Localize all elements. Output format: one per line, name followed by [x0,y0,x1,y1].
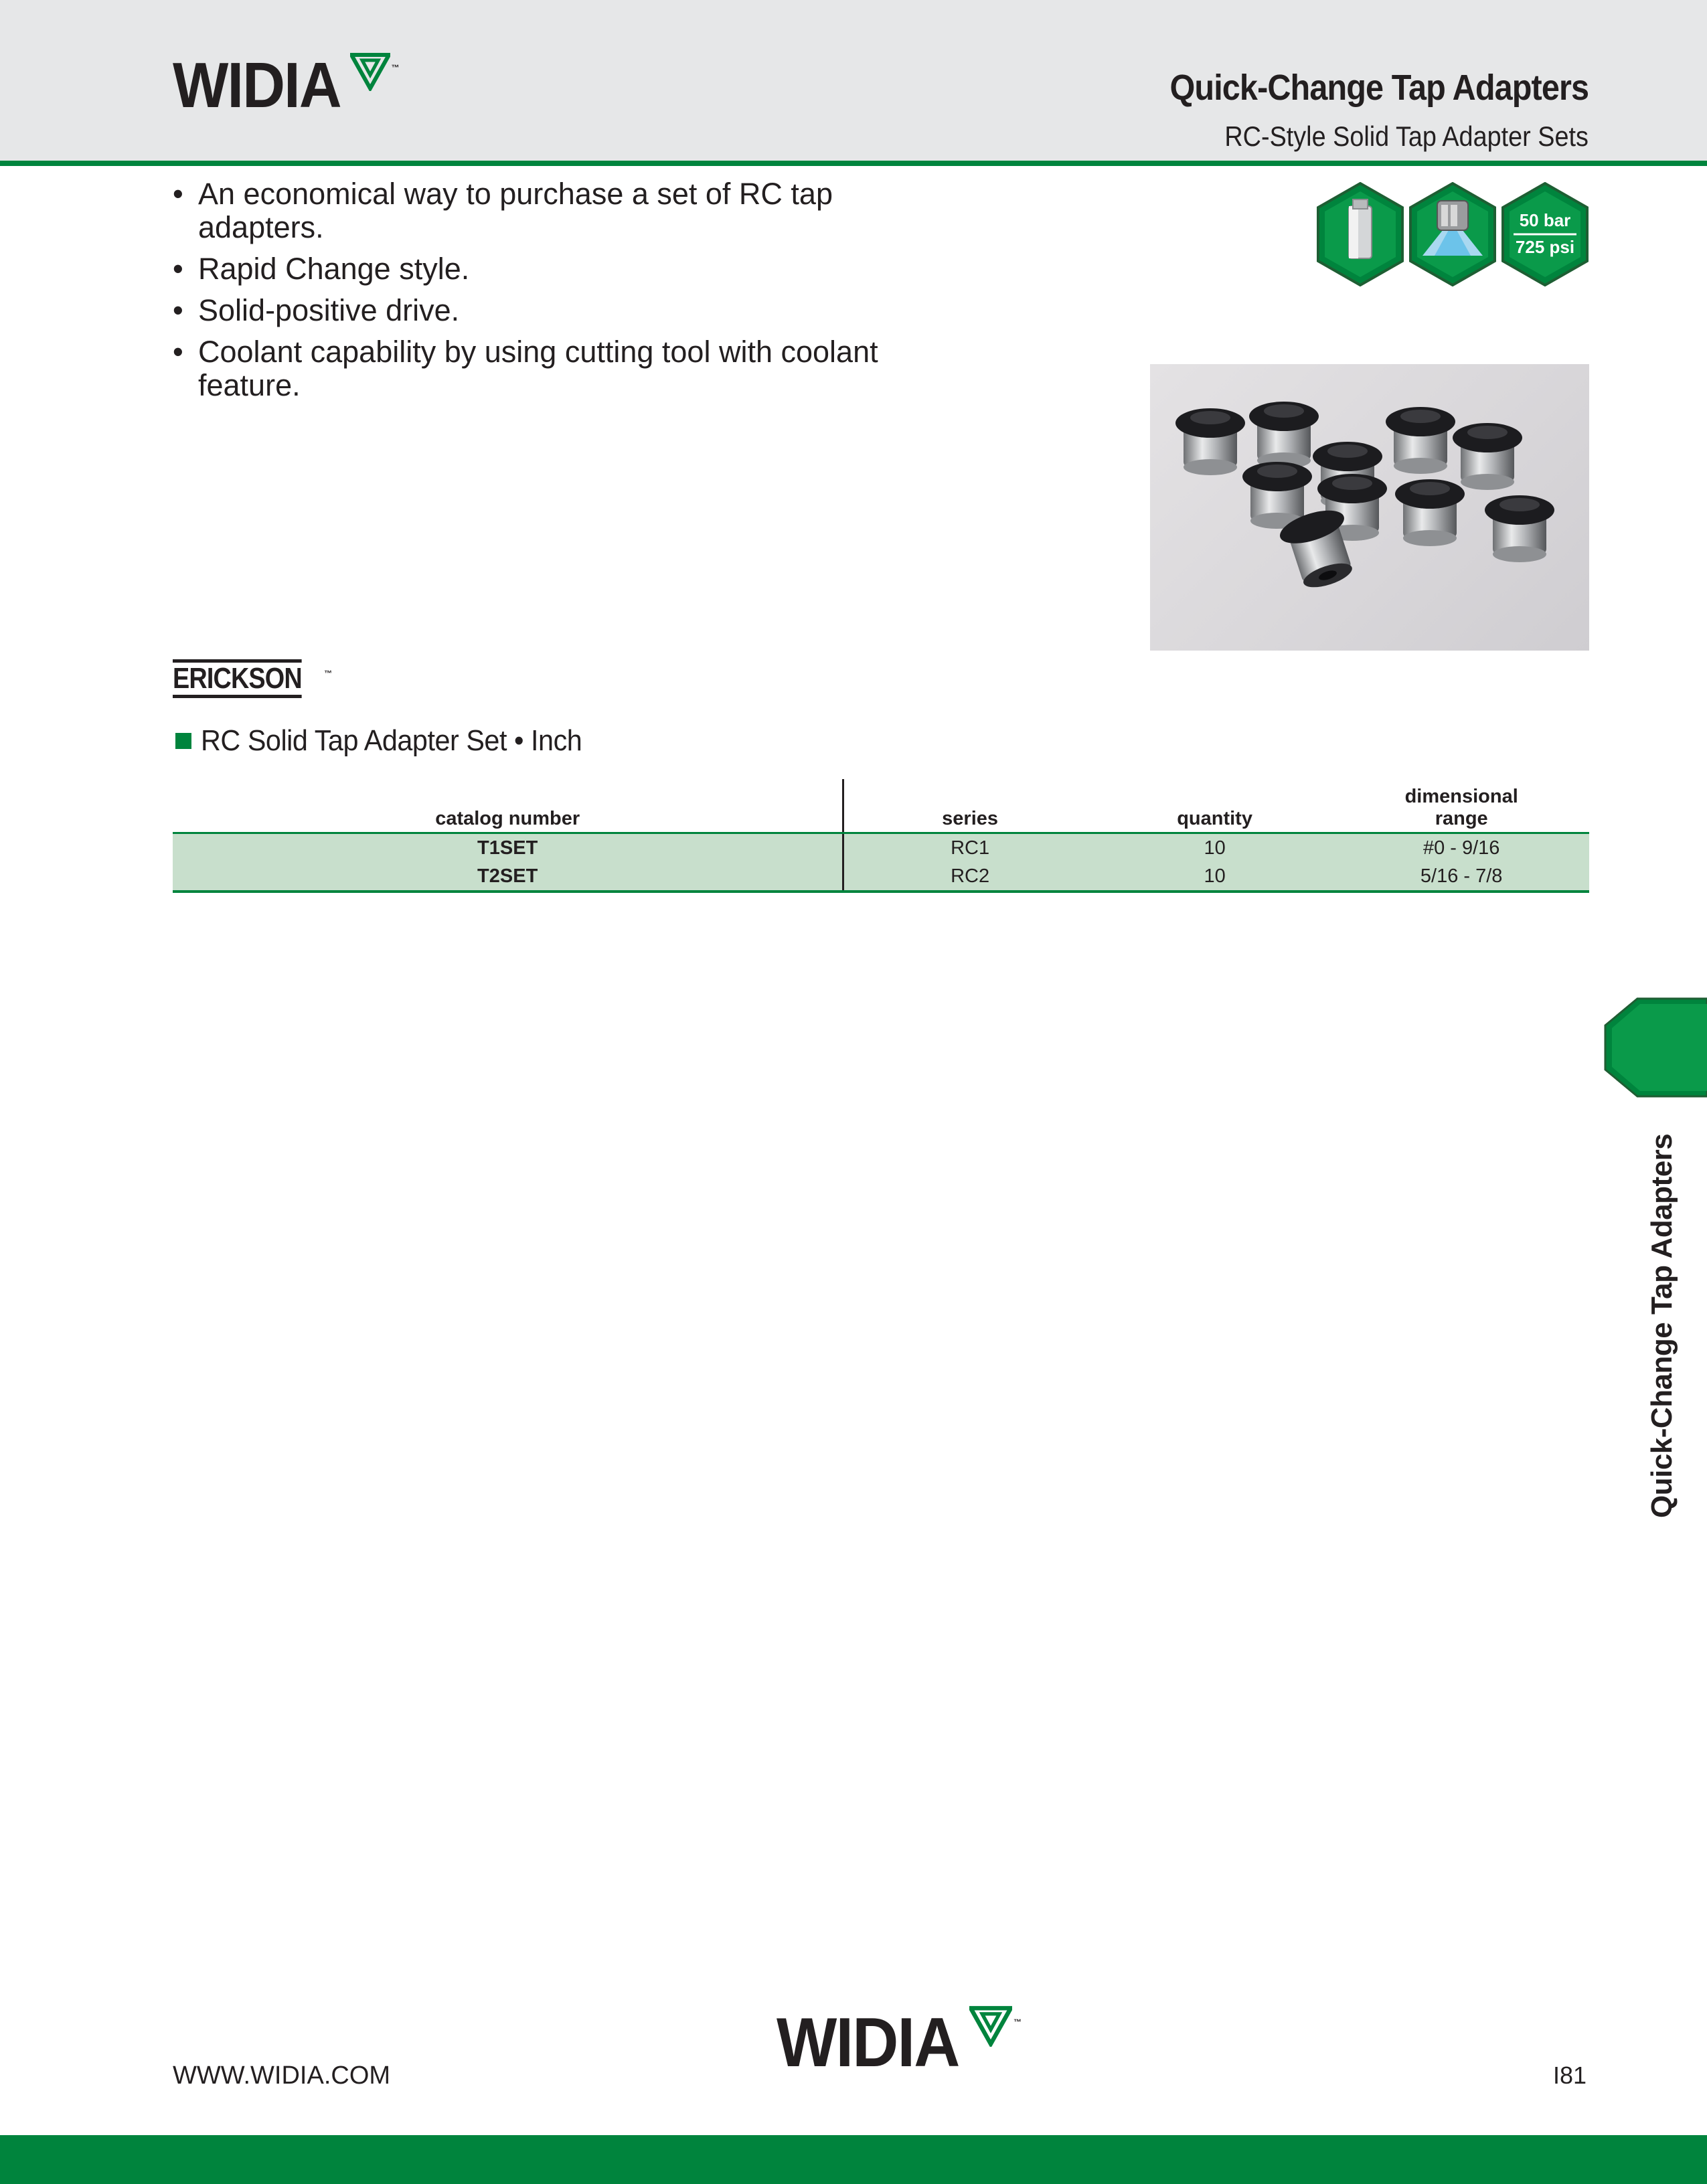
erickson-logo: ERICKSON ™ [173,659,332,698]
side-tab-label: Quick-Change Tap Adapters [1645,1133,1678,1518]
section-title: RC Solid Tap Adapter Set • Inch [201,724,582,757]
footer-url: WWW.WIDIA.COM [173,2062,391,2090]
cell-series: RC1 [843,833,1096,862]
section-heading: RC Solid Tap Adapter Set • Inch [175,724,606,758]
cell-range: #0 - 9/16 [1333,833,1589,862]
logo-text: WIDIA [173,50,342,121]
widia-logo-footer: WIDIA ™ [777,2004,1022,2082]
pressure-psi-label: 725 psi [1516,237,1574,257]
feature-item: •Coolant capability by using cutting too… [173,335,878,402]
pressure-rating-icon: 50 bar 725 psi [1501,182,1589,286]
header-band [0,0,1707,161]
widia-triangle-icon [349,53,390,91]
page-title: Quick-Change Tap Adapters [1169,68,1589,108]
header-rule [0,161,1707,166]
side-tab-hexagon [1604,997,1707,1098]
footer-band [0,2135,1707,2184]
table-row: T2SET RC2 10 5/16 - 7/8 [173,862,1589,893]
feature-item: •Rapid Change style. [173,252,470,286]
feature-item: •Solid-positive drive. [173,293,460,327]
page-number: I81 [1552,2062,1587,2089]
cell-range: 5/16 - 7/8 [1333,862,1589,893]
cell-series: RC2 [843,862,1096,893]
cell-quantity: 10 [1095,862,1334,893]
table-header-row: catalog number series quantity dimension… [173,779,1589,834]
trademark-mark: ™ [391,63,400,72]
section-marker-icon [175,733,191,749]
trademark-mark: ™ [1013,2017,1022,2027]
cell-catalog-number: T1SET [173,833,845,862]
widia-logo-header: WIDIA ™ [173,50,400,121]
page-subtitle: RC-Style Solid Tap Adapter Sets [1224,120,1589,152]
logo-text: WIDIA [777,2004,960,2082]
solid-drive-icon [1317,182,1404,286]
feature-icons: 50 bar 725 psi [1315,182,1591,289]
column-header-quantity: quantity [1095,779,1334,834]
column-header-catalog-number: catalog number [173,779,845,834]
trademark-mark: ™ [324,669,333,678]
pressure-bar-label: 50 bar [1520,210,1571,230]
coolant-icon [1409,182,1496,286]
widia-triangle-icon [969,2006,1013,2047]
spec-table: catalog number series quantity dimension… [173,779,1589,893]
column-header-series: series [843,779,1096,834]
cell-quantity: 10 [1095,833,1334,862]
table-row: T1SET RC1 10 #0 - 9/16 [173,833,1589,862]
cell-catalog-number: T2SET [173,862,845,893]
product-photo [1150,364,1589,651]
feature-item: •An economical way to purchase a set of … [173,177,833,244]
tap-adapter-set-image [1175,402,1554,588]
feature-list: •An economical way to purchase a set of … [173,177,896,410]
erickson-logo-text: ERICKSON [173,659,303,698]
column-header-dimensional-range: dimensional range [1333,779,1589,834]
